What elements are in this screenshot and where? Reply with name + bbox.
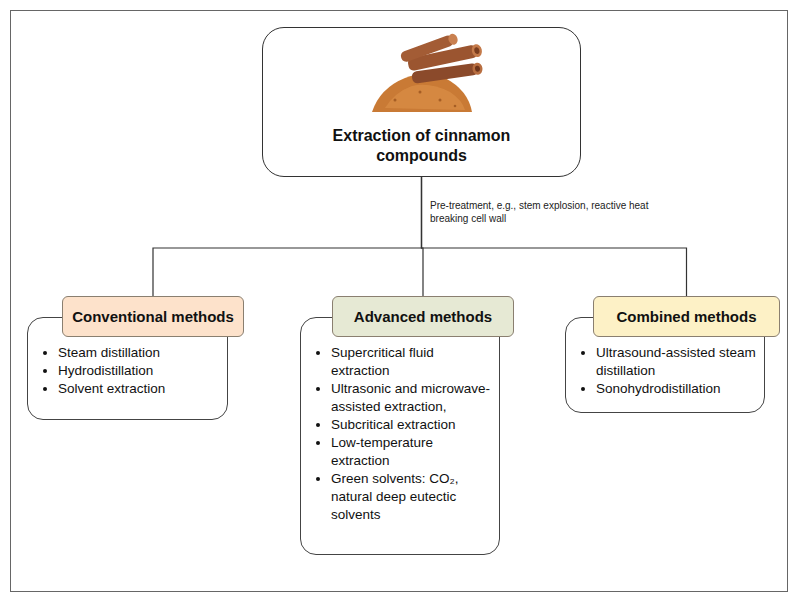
tree-connector <box>422 177 687 296</box>
group-heading: Combined methods <box>593 296 780 337</box>
bullet-item: Hydrodistillation <box>58 362 219 380</box>
group-heading: Conventional methods <box>62 296 244 337</box>
method-group: Supercritical fluid extractionUltrasonic… <box>300 296 514 555</box>
annotation-note: Pre-treatment, e.g., stem explosion, rea… <box>430 199 675 225</box>
bullet-item: Sonohydrodistillation <box>596 380 756 398</box>
bullet-item: Ultrasound-assisted steam distillation <box>596 344 756 380</box>
bullet-item: Solvent extraction <box>58 380 219 398</box>
tree-connector <box>153 177 422 296</box>
bullet-item: Subcritical extraction <box>331 416 491 434</box>
tree-connector <box>422 177 424 296</box>
group-heading: Advanced methods <box>332 296 514 337</box>
bullet-list: Supercritical fluid extractionUltrasonic… <box>301 344 491 524</box>
group-outline: Supercritical fluid extractionUltrasonic… <box>300 317 500 555</box>
heading-text: Combined methods <box>616 308 756 325</box>
bullet-item: Steam distillation <box>58 344 219 362</box>
method-group: Steam distillationHydrodistillationSolve… <box>27 296 244 420</box>
heading-text: Advanced methods <box>354 308 492 325</box>
bullet-list: Ultrasound-assisted steam distillationSo… <box>566 344 756 398</box>
bullet-item: Green solvents: CO₂, natural deep eutect… <box>331 470 491 524</box>
bullet-item: Low-temperature extraction <box>331 434 491 470</box>
title-box: Extraction of cinnamon compounds <box>262 27 581 177</box>
bullet-item: Supercritical fluid extraction <box>331 344 491 380</box>
bullet-item: Ultrasonic and microwave-assisted extrac… <box>331 380 491 416</box>
bullet-list: Steam distillationHydrodistillationSolve… <box>28 344 219 398</box>
heading-text: Conventional methods <box>72 308 234 325</box>
title-text: Extraction of cinnamon compounds <box>263 126 580 166</box>
method-group: Ultrasound-assisted steam distillationSo… <box>565 296 780 413</box>
